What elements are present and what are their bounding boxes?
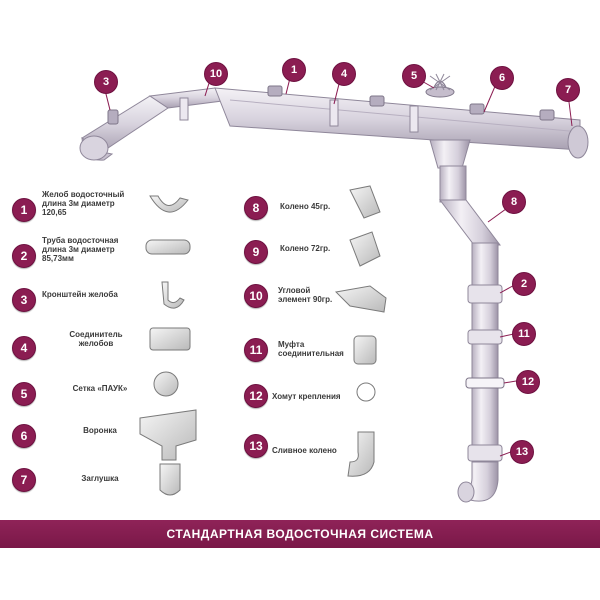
diagram-callout-5: 5 — [402, 64, 426, 88]
diagram-callout-3: 3 — [94, 70, 118, 94]
spider-thumb — [153, 371, 179, 397]
corner-90-thumb — [334, 285, 387, 313]
clamp-thumb — [356, 382, 376, 402]
legend-label-8: Колено 45гр. — [280, 202, 331, 211]
legend-number-7: 7 — [12, 468, 36, 492]
diagram-callout-11: 11 — [512, 322, 536, 346]
elbow-45-thumb — [349, 185, 381, 219]
legend-label-9: Колено 72гр. — [280, 244, 331, 253]
pipe-thumb — [145, 239, 191, 255]
gutter-main-section — [148, 87, 589, 159]
diagram-callout-6: 6 — [490, 66, 514, 90]
legend-number-6: 6 — [12, 424, 36, 448]
part-thumbnails — [139, 185, 387, 496]
legend-label-6: Воронка — [83, 426, 117, 435]
legend-number-12: 12 — [244, 384, 268, 408]
legend-number-5: 5 — [12, 382, 36, 406]
gutter-left-section — [79, 95, 169, 161]
diagram-callout-13: 13 — [510, 440, 534, 464]
diagram-callout-10: 10 — [204, 62, 228, 86]
outlet-elbow-thumb — [347, 431, 375, 477]
legend-label-13: Сливное колено — [272, 446, 337, 455]
diagram-callout-1: 1 — [282, 58, 306, 82]
diagram-callout-12: 12 — [516, 370, 540, 394]
legend-label-1: Желоб водосточный длина 3м диаметр 120,6… — [42, 190, 125, 217]
legend-label-4: Соединитель желобов — [69, 330, 123, 348]
elbow-72-thumb — [349, 231, 381, 267]
legend-label-11: Муфта соединительная — [278, 340, 344, 358]
diagram-callout-7: 7 — [556, 78, 580, 102]
legend-number-4: 4 — [12, 336, 36, 360]
legend-number-10: 10 — [244, 284, 268, 308]
gutter-thumb — [149, 195, 189, 213]
diagram-callout-2: 2 — [512, 272, 536, 296]
gutter-brackets — [107, 85, 555, 125]
diagram-callout-8: 8 — [502, 190, 526, 214]
connector-thumb — [149, 327, 191, 351]
end-cap-thumb — [159, 463, 181, 496]
diagram-title: СТАНДАРТНАЯ ВОДОСТОЧНАЯ СИСТЕМА — [166, 527, 434, 541]
coupling-thumb — [353, 335, 377, 365]
funnel-thumb — [139, 409, 197, 461]
legend-number-3: 3 — [12, 288, 36, 312]
bracket-thumb — [161, 281, 185, 309]
legend-label-10: Угловой элемент 90гр. — [278, 286, 333, 304]
legend-label-3: Кронштейн желоба — [42, 290, 118, 299]
downpipe — [429, 139, 505, 503]
legend-label-7: Заглушка — [81, 474, 119, 483]
legend-label-5: Сетка «ПАУК» — [72, 384, 128, 393]
legend-number-13: 13 — [244, 434, 268, 458]
legend-number-11: 11 — [244, 338, 268, 362]
legend-number-2: 2 — [12, 244, 36, 268]
legend-number-1: 1 — [12, 198, 36, 222]
title-bar — [0, 520, 600, 548]
diagram-callout-4: 4 — [332, 62, 356, 86]
legend-number-9: 9 — [244, 240, 268, 264]
strainer-spider — [425, 73, 455, 98]
legend-label-2: Труба водосточная длина 3м диаметр 85,73… — [42, 236, 119, 263]
legend-number-8: 8 — [244, 196, 268, 220]
gutter-connectors — [179, 97, 419, 133]
legend-label-12: Хомут крепления — [272, 392, 341, 401]
